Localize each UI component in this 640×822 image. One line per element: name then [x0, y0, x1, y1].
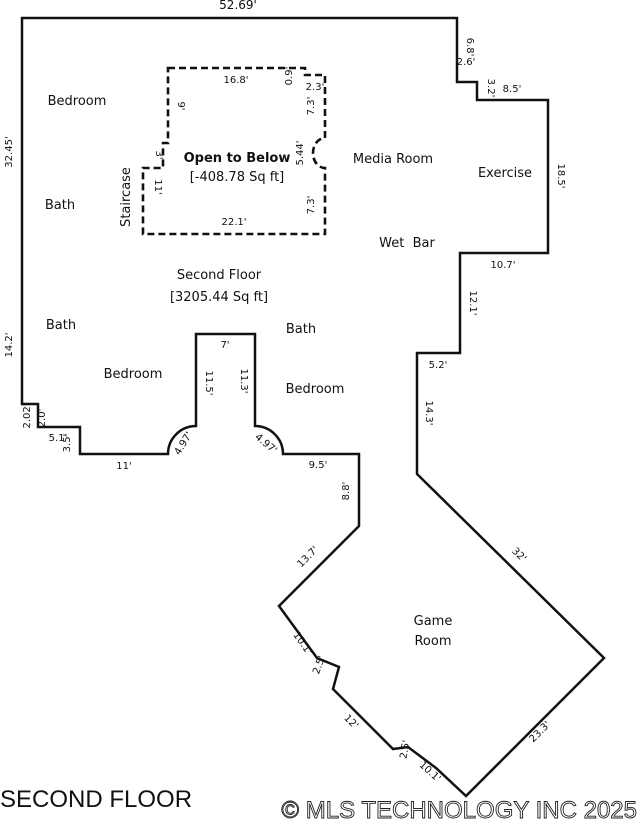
room-label-bath-sw: Bath	[46, 318, 76, 333]
otb-dim-2-3: 2.3'	[306, 82, 325, 93]
otb-dim-3: 3'	[153, 150, 164, 159]
dim-10-1-bottom: 10.1'	[417, 760, 443, 785]
second-floor-area: [3205.44 Sq ft]	[170, 290, 268, 305]
dim-3-2: 3.2'	[485, 79, 496, 98]
otb-dim-top: 16.8'	[223, 75, 248, 86]
dim-2-5-mid: 2.5'	[311, 654, 328, 675]
otb-dim-9: 9'	[175, 101, 186, 110]
otb-dim-0-9: 0.9'	[284, 67, 295, 86]
otb-dim-11: 11'	[152, 179, 163, 194]
dim-top: 52.69'	[219, 0, 257, 12]
dim-14-3: 14.3'	[423, 400, 434, 425]
floor-title: SECOND FLOOR	[0, 786, 192, 813]
exterior-wall-outline	[20, 16, 606, 798]
room-label-game: Game	[414, 614, 453, 629]
room-label-exercise: Exercise	[478, 166, 532, 181]
dim-8-5: 8.5'	[503, 84, 522, 95]
dim-6-8: 6.8'	[464, 38, 475, 57]
dim-11-5: 11.5'	[203, 370, 214, 395]
dim-10-7: 10.7'	[490, 260, 515, 271]
dim-23-3: 23.3'	[527, 719, 552, 744]
dim-3-5: 3.5'	[62, 434, 73, 453]
copyright-watermark: © MLS TECHNOLOGY INC 2025	[281, 797, 637, 822]
dim-5-1: 5.1'	[49, 433, 68, 444]
dim-7: 7'	[220, 340, 229, 351]
room-label-bath-w: Bath	[45, 198, 75, 213]
dim-12-1: 12.1'	[467, 290, 478, 315]
open-to-below-outline	[141, 66, 327, 236]
room-label-bedroom-s: Bedroom	[286, 382, 345, 397]
room-label-wet-bar: Wet Bar	[379, 236, 435, 251]
dim-5-2: 5.2'	[429, 360, 448, 371]
open-to-below-area: [-408.78 Sq ft]	[190, 170, 285, 185]
room-label-media-room: Media Room	[353, 152, 433, 167]
room-label-bedroom-sw: Bedroom	[104, 367, 163, 382]
dim-left: 32.45'	[4, 136, 15, 167]
dim-10-1-mid: 10.1'	[290, 630, 313, 657]
dim-right: 18.5'	[555, 163, 566, 188]
dim-2-0: 2.0'	[37, 409, 48, 428]
dim-2-5-bottom: 2.5'	[399, 739, 413, 759]
dim-8-8: 8.8'	[341, 482, 352, 501]
otb-dim-5-44: 5.44'	[295, 140, 306, 165]
dim-2-6: 2.6'	[457, 57, 476, 68]
room-label-staircase: Staircase	[119, 167, 134, 227]
dim-9-5: 9.5'	[309, 460, 328, 471]
open-to-below-label: Open to Below	[184, 151, 291, 166]
otb-dim-7-3-upper: 7.3'	[306, 97, 317, 116]
room-label-bath-s: Bath	[286, 322, 316, 337]
dim-left-lower: 14.2'	[4, 332, 15, 357]
dim-32: 32'	[509, 546, 528, 565]
otb-dim-7-3-lower: 7.3'	[306, 196, 317, 215]
dim-11-3: 11.3'	[238, 368, 249, 393]
room-label-bedroom-nw: Bedroom	[48, 94, 107, 109]
dim-12: 12'	[341, 713, 360, 732]
room-label-game-room: Room	[414, 634, 451, 649]
dim-11: 11'	[116, 461, 131, 472]
otb-dim-bottom: 22.1'	[221, 217, 246, 228]
second-floor-label: Second Floor	[177, 268, 262, 283]
dim-2-02: 2.02'	[22, 403, 33, 428]
